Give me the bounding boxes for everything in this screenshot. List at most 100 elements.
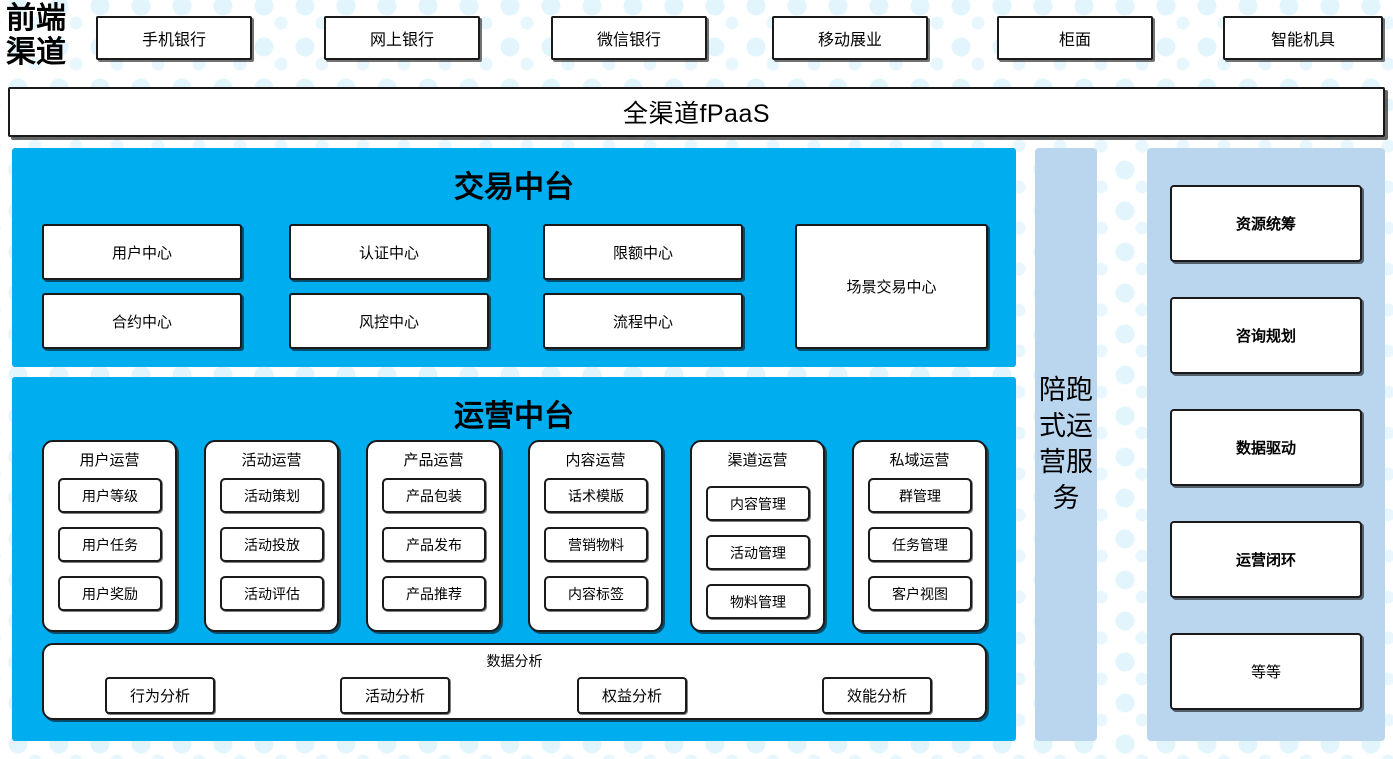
ops-item-marketing-material[interactable]: 营销物料 bbox=[544, 527, 648, 562]
ops-item-product-recommendation[interactable]: 产品推荐 bbox=[382, 576, 486, 611]
channel-mobile-field-service[interactable]: 移动展业 bbox=[772, 16, 928, 60]
channel-label-text: 微信银行 bbox=[596, 32, 661, 49]
service-box-label: 运营闭环 bbox=[1235, 552, 1296, 569]
ops-item-label: 用户奖励 bbox=[82, 585, 138, 602]
ops-item-product-release[interactable]: 产品发布 bbox=[382, 527, 486, 562]
tx-box-label: 限额中心 bbox=[612, 244, 673, 262]
ops-column-title: 私域运营 bbox=[889, 452, 950, 469]
ops-item-label: 产品推荐 bbox=[406, 585, 462, 602]
channel-label-text: 网上银行 bbox=[369, 32, 434, 49]
data-analysis-behavior[interactable]: 行为分析 bbox=[105, 677, 215, 714]
ops-item-content-tag[interactable]: 内容标签 bbox=[544, 576, 648, 611]
service-box-label: 咨询规划 bbox=[1235, 328, 1296, 345]
data-analysis-equity[interactable]: 权益分析 bbox=[577, 677, 687, 714]
ops-item-task-management[interactable]: 任务管理 bbox=[868, 527, 972, 562]
ops-item-label: 内容管理 bbox=[730, 495, 786, 512]
ops-column-title: 活动运营 bbox=[241, 452, 302, 469]
ops-item-script-template[interactable]: 话术模版 bbox=[544, 478, 648, 513]
escort-line-3: 营服 bbox=[1039, 447, 1093, 477]
tx-limit-center[interactable]: 限额中心 bbox=[543, 224, 743, 280]
escort-line-4: 务 bbox=[1052, 483, 1080, 513]
service-etc[interactable]: 等等 bbox=[1170, 633, 1362, 710]
ops-item-label: 物料管理 bbox=[730, 593, 786, 610]
channel-label-text: 柜面 bbox=[1058, 32, 1091, 49]
ops-item-activity-delivery[interactable]: 活动投放 bbox=[220, 527, 324, 562]
tx-user-center[interactable]: 用户中心 bbox=[42, 224, 242, 280]
ops-item-label: 活动投放 bbox=[244, 536, 300, 553]
ops-item-label: 产品发布 bbox=[406, 536, 462, 553]
operation-center-title: 运营中台 bbox=[454, 400, 574, 433]
channel-mobile-banking[interactable]: 手机银行 bbox=[96, 16, 252, 60]
channel-smart-machine[interactable]: 智能机具 bbox=[1223, 16, 1383, 60]
service-box-label: 资源统筹 bbox=[1235, 216, 1296, 233]
tx-box-label: 流程中心 bbox=[612, 313, 673, 331]
ops-column-title: 渠道运营 bbox=[727, 452, 788, 469]
tx-contract-center[interactable]: 合约中心 bbox=[42, 293, 242, 349]
service-box-label: 数据驱动 bbox=[1235, 440, 1296, 457]
service-consulting-planning[interactable]: 咨询规划 bbox=[1170, 297, 1362, 374]
service-data-driven[interactable]: 数据驱动 bbox=[1170, 409, 1362, 486]
da-item-label: 权益分析 bbox=[601, 688, 662, 705]
ops-column-title: 内容运营 bbox=[565, 452, 626, 469]
escort-service-label: 陪跑 式运 营服 务 bbox=[1037, 372, 1095, 516]
frontend-channel-label-line2: 渠道 bbox=[6, 36, 66, 69]
ops-item-user-reward[interactable]: 用户奖励 bbox=[58, 576, 162, 611]
service-resource-coordination[interactable]: 资源统筹 bbox=[1170, 185, 1362, 262]
ops-item-activity-planning[interactable]: 活动策划 bbox=[220, 478, 324, 513]
escort-line-2: 式运 bbox=[1039, 411, 1093, 441]
ops-item-label: 产品包装 bbox=[406, 487, 462, 504]
ops-item-customer-view[interactable]: 客户视图 bbox=[868, 576, 972, 611]
ops-item-group-management[interactable]: 群管理 bbox=[868, 478, 972, 513]
data-analysis-efficiency[interactable]: 效能分析 bbox=[822, 677, 932, 714]
ops-item-label: 内容标签 bbox=[568, 585, 624, 602]
fpaas-label: 全渠道fPaaS bbox=[622, 100, 771, 128]
service-operation-closed-loop[interactable]: 运营闭环 bbox=[1170, 521, 1362, 598]
tx-box-label: 场景交易中心 bbox=[846, 279, 937, 296]
ops-item-label: 群管理 bbox=[899, 487, 941, 504]
tx-box-label: 风控中心 bbox=[358, 313, 419, 331]
ops-column-title: 用户运营 bbox=[79, 452, 140, 469]
tx-risk-control-center[interactable]: 风控中心 bbox=[289, 293, 489, 349]
ops-item-material-management[interactable]: 物料管理 bbox=[706, 584, 810, 619]
ops-item-user-task[interactable]: 用户任务 bbox=[58, 527, 162, 562]
ops-item-label: 话术模版 bbox=[568, 487, 624, 504]
channel-internet-banking[interactable]: 网上银行 bbox=[324, 16, 480, 60]
da-item-label: 行为分析 bbox=[129, 688, 190, 705]
service-box-label: 等等 bbox=[1250, 664, 1281, 681]
ops-item-product-packaging[interactable]: 产品包装 bbox=[382, 478, 486, 513]
tx-auth-center[interactable]: 认证中心 bbox=[289, 224, 489, 280]
channel-wechat-banking[interactable]: 微信银行 bbox=[551, 16, 707, 60]
channel-label-text: 智能机具 bbox=[1270, 32, 1335, 49]
ops-column-title: 产品运营 bbox=[403, 452, 464, 469]
frontend-channel-label: 前端 渠道 bbox=[6, 2, 90, 72]
frontend-channel-label-line1: 前端 bbox=[6, 2, 66, 35]
data-analysis-title: 数据分析 bbox=[486, 653, 543, 669]
tx-box-label: 认证中心 bbox=[358, 244, 419, 262]
omnichannel-fpaas-bar[interactable]: 全渠道fPaaS bbox=[8, 87, 1385, 137]
ops-item-label: 活动策划 bbox=[244, 487, 300, 504]
ops-item-content-management[interactable]: 内容管理 bbox=[706, 486, 810, 521]
escort-line-1: 陪跑 bbox=[1039, 375, 1093, 405]
transaction-center-title: 交易中台 bbox=[454, 171, 574, 204]
da-item-label: 活动分析 bbox=[364, 688, 425, 705]
tx-scenario-transaction-center[interactable]: 场景交易中心 bbox=[795, 224, 988, 349]
ops-item-activity-evaluation[interactable]: 活动评估 bbox=[220, 576, 324, 611]
ops-item-label: 活动评估 bbox=[244, 585, 300, 602]
ops-item-label: 活动管理 bbox=[730, 544, 786, 561]
tx-box-label: 用户中心 bbox=[111, 244, 172, 262]
ops-item-label: 营销物料 bbox=[568, 536, 624, 553]
da-item-label: 效能分析 bbox=[846, 688, 907, 705]
ops-item-label: 用户等级 bbox=[82, 487, 138, 504]
ops-item-user-level[interactable]: 用户等级 bbox=[58, 478, 162, 513]
channel-label-text: 移动展业 bbox=[817, 32, 882, 49]
ops-item-label: 用户任务 bbox=[82, 536, 138, 553]
ops-item-label: 任务管理 bbox=[892, 536, 948, 553]
channel-counter[interactable]: 柜面 bbox=[997, 16, 1153, 60]
data-analysis-activity[interactable]: 活动分析 bbox=[340, 677, 450, 714]
ops-item-activity-management[interactable]: 活动管理 bbox=[706, 535, 810, 570]
channel-label-text: 手机银行 bbox=[141, 32, 206, 49]
tx-process-center[interactable]: 流程中心 bbox=[543, 293, 743, 349]
tx-box-label: 合约中心 bbox=[111, 313, 172, 331]
escort-service-rail bbox=[1035, 148, 1097, 741]
